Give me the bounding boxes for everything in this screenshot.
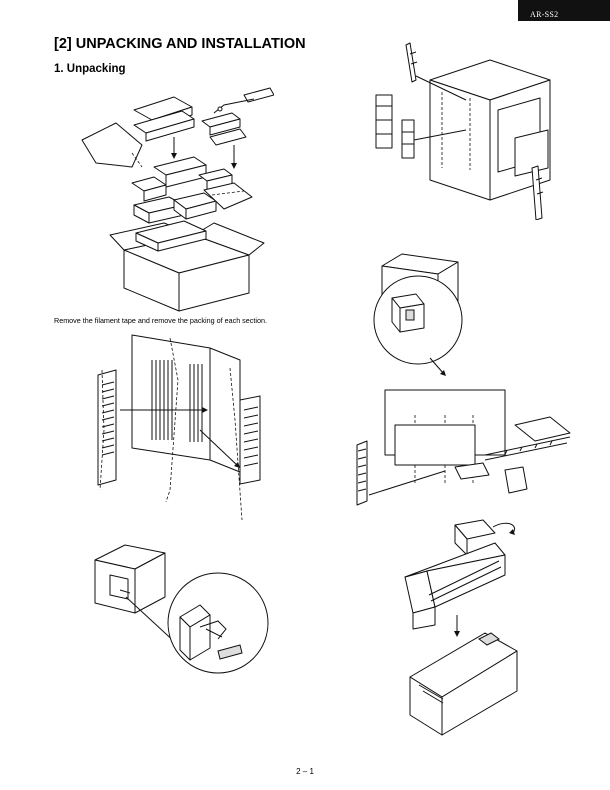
filament-tape-removal-illustration bbox=[90, 330, 280, 530]
circular-detail-illustration bbox=[370, 248, 480, 378]
model-tab bbox=[518, 0, 610, 20]
subsection-title: 1. Unpacking bbox=[54, 63, 126, 75]
exploded-packing-illustration bbox=[74, 85, 274, 313]
tray-assembly-illustration bbox=[395, 515, 525, 740]
section-title: [2] UNPACKING AND INSTALLATION bbox=[54, 36, 306, 52]
instruction-caption: Remove the filament tape and remove the … bbox=[54, 316, 267, 325]
cover-packing-detail-illustration bbox=[90, 535, 270, 685]
under-unit-packing-illustration bbox=[355, 385, 575, 510]
page-number: 2 – 1 bbox=[296, 767, 314, 776]
model-tab-label: AR-SS2 bbox=[530, 10, 559, 19]
side-rail-packing-illustration bbox=[370, 40, 570, 220]
header-rule bbox=[518, 20, 610, 21]
